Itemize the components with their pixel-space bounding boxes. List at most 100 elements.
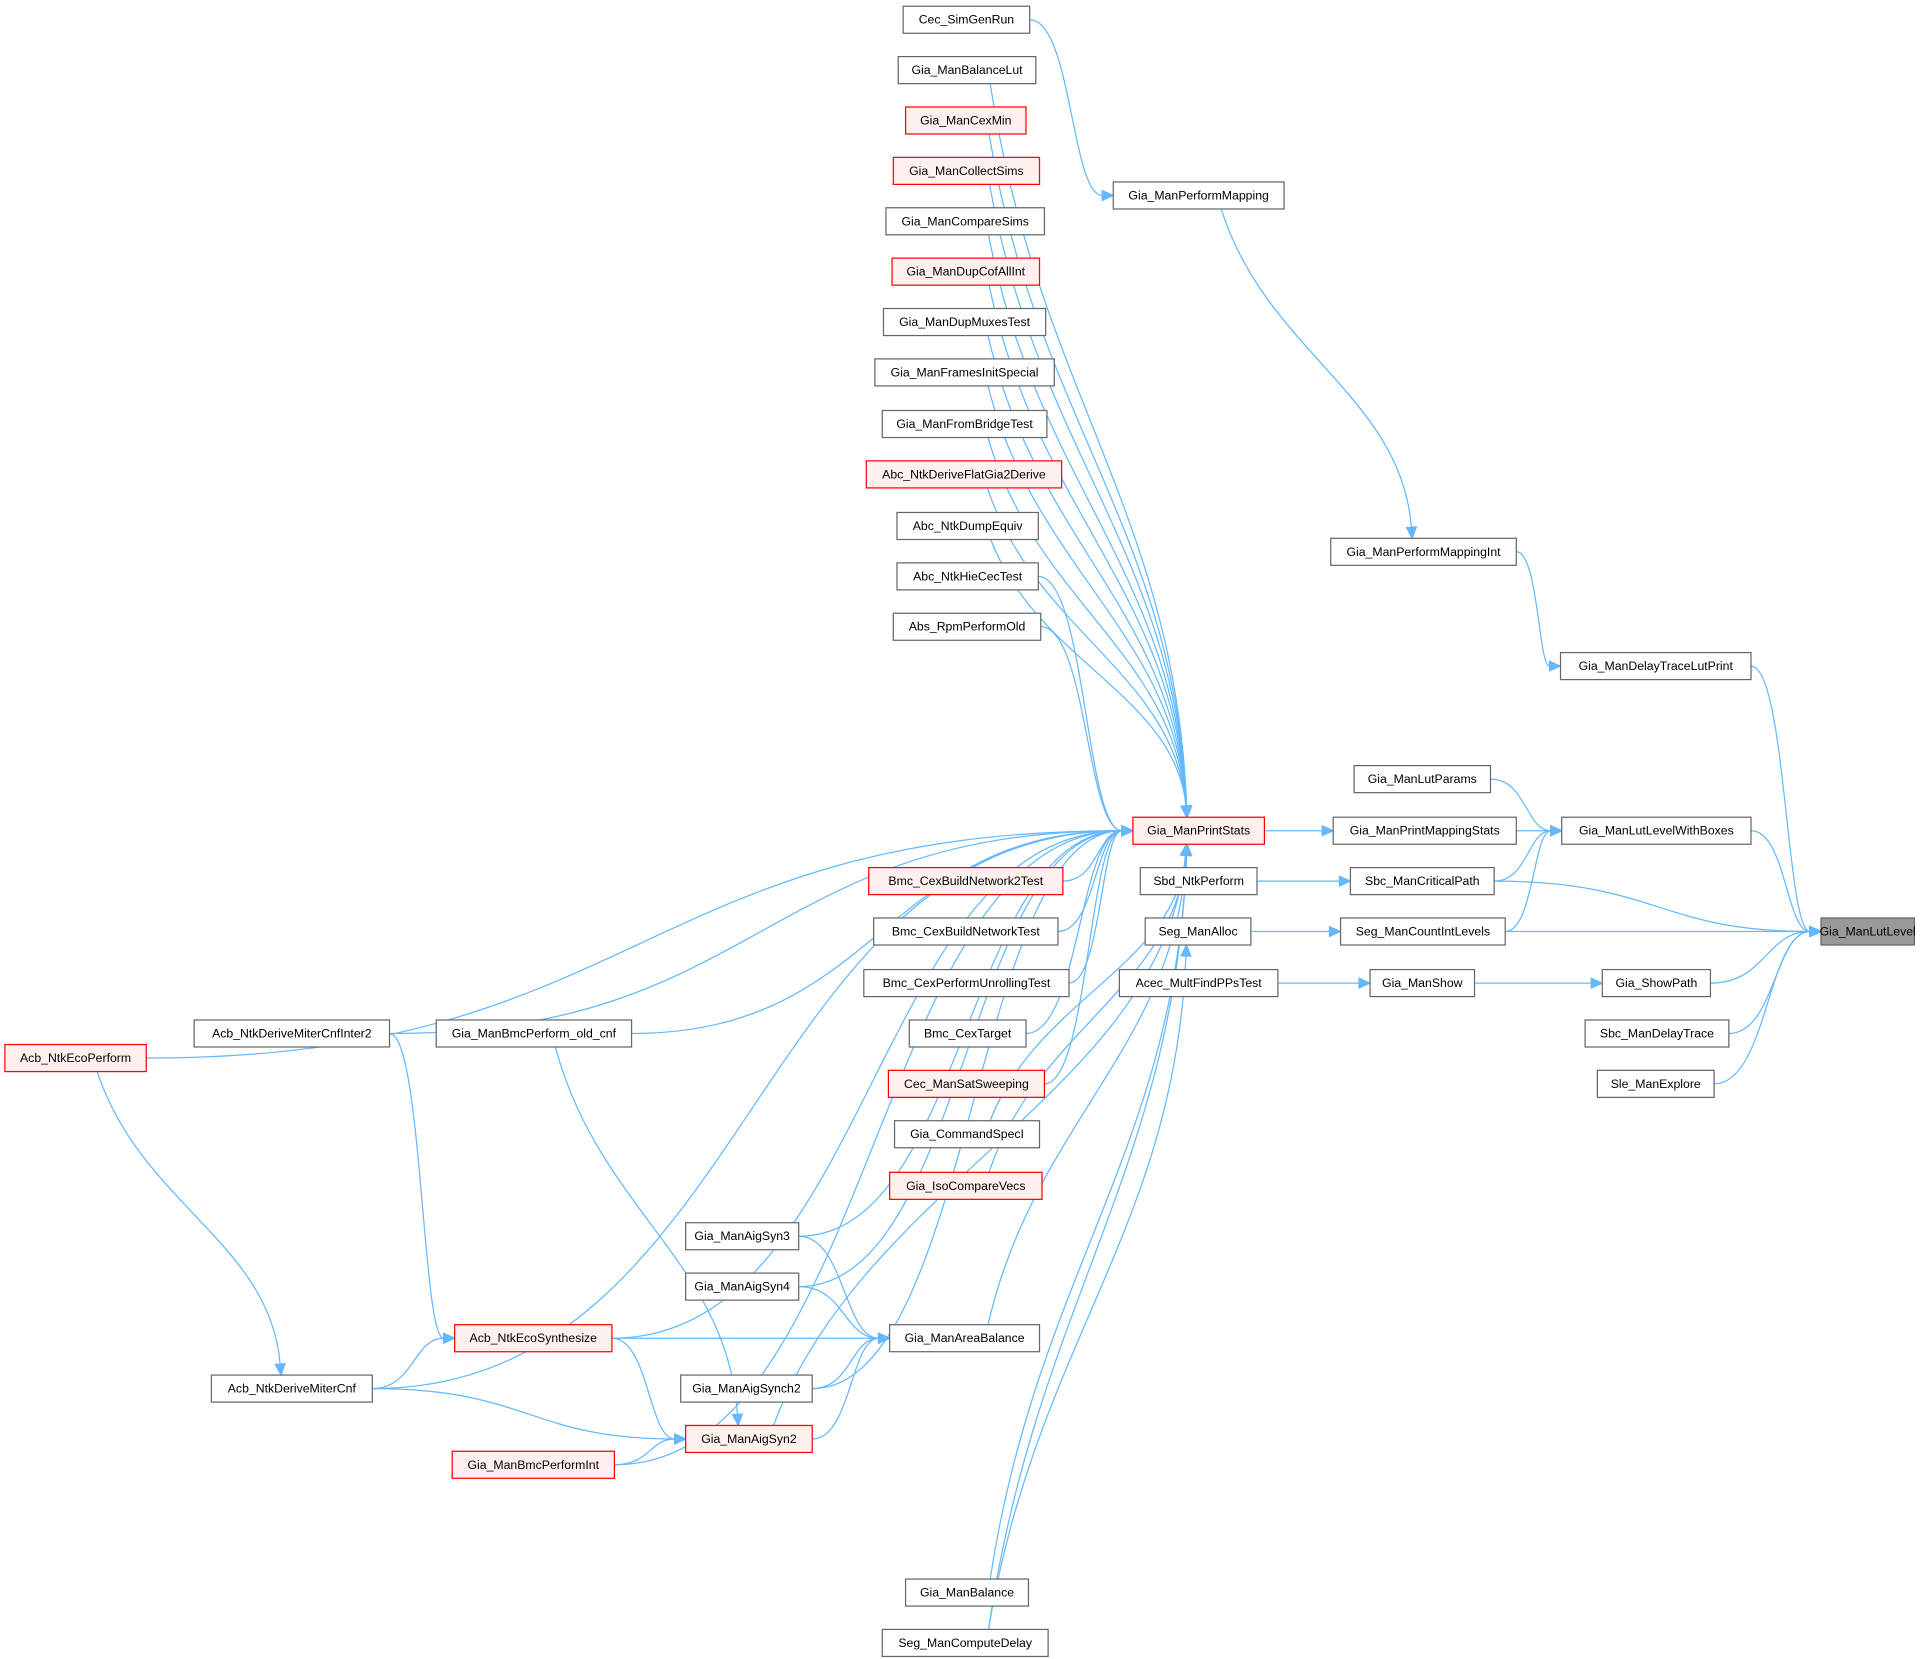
node-gia-man-compare-sims[interactable]: Gia_ManCompareSims	[885, 207, 1046, 236]
node-bmc-cex-build-network2-test[interactable]: Bmc_CexBuildNetwork2Test	[868, 866, 1064, 896]
node-gia-show-path[interactable]: Gia_ShowPath	[1601, 968, 1712, 998]
node-abc-ntk-derive-flat-gia2-derive[interactable]: Abc_NtkDeriveFlatGia2Derive	[865, 460, 1063, 489]
node-acb-ntk-eco-perform[interactable]: Acb_NtkEcoPerform	[4, 1043, 147, 1073]
node-gia-man-balance[interactable]: Gia_ManBalance	[904, 1578, 1030, 1607]
node-gia-man-perform-mapping[interactable]: Gia_ManPerformMapping	[1112, 181, 1285, 210]
call-edge	[1038, 575, 1122, 832]
call-edge	[1750, 665, 1811, 933]
call-edge	[611, 1337, 675, 1440]
node-box	[1339, 917, 1506, 946]
node-box	[902, 5, 1031, 34]
node-label: Cec_ManSatSweeping	[904, 1077, 1029, 1091]
node-gia-man-balance-lut[interactable]: Gia_ManBalanceLut	[897, 55, 1037, 85]
node-label: Gia_ManDupCofAllInt	[906, 265, 1025, 279]
node-gia-man-frames-init-special[interactable]: Gia_ManFramesInitSpecial	[874, 358, 1055, 387]
node-label: Gia_ShowPath	[1615, 976, 1697, 990]
node-seg-man-count-int-levels[interactable]: Seg_ManCountIntLevels	[1339, 917, 1506, 946]
node-gia-iso-compare-vecs[interactable]: Gia_IsoCompareVecs	[889, 1171, 1043, 1200]
node-abc-ntk-dump-equiv[interactable]: Abc_NtkDumpEquiv	[896, 511, 1039, 541]
node-gia-man-collect-sims[interactable]: Gia_ManCollectSims	[892, 156, 1041, 186]
graph-nodes: Cec_SimGenRunGia_ManBalanceLutGia_ManCex…	[4, 5, 1916, 1658]
node-box	[1139, 866, 1258, 896]
node-box	[210, 1374, 373, 1403]
call-edge	[1728, 930, 1810, 1035]
node-bmc-cex-perform-unrolling-test[interactable]: Bmc_CexPerformUnrollingTest	[863, 968, 1070, 998]
call-edge	[554, 1046, 739, 1415]
call-edge	[1750, 830, 1811, 933]
node-label: Abc_NtkHieCecTest	[913, 569, 1023, 583]
node-label: Bmc_CexTarget	[924, 1026, 1012, 1040]
node-seg-man-compute-delay[interactable]: Seg_ManComputeDelay	[881, 1628, 1049, 1658]
node-gia-man-lut-level[interactable]: Gia_ManLutLevel	[1820, 917, 1916, 946]
node-gia-man-perform-mapping-int[interactable]: Gia_ManPerformMappingInt	[1330, 537, 1517, 566]
node-sle-man-explore[interactable]: Sle_ManExplore	[1596, 1069, 1715, 1098]
node-gia-man-bmc-perform-int[interactable]: Gia_ManBmcPerformInt	[451, 1450, 615, 1479]
call-edge	[611, 830, 1122, 1339]
node-sbc-man-delay-trace[interactable]: Sbc_ManDelayTrace	[1584, 1019, 1730, 1048]
node-gia-man-print-stats[interactable]: Gia_ManPrintStats	[1132, 816, 1266, 845]
arrowhead-icon	[1548, 660, 1563, 672]
node-gia-man-aig-synch2[interactable]: Gia_ManAigSynch2	[680, 1374, 813, 1403]
arrowhead-icon	[877, 1332, 892, 1345]
node-gia-man-dup-muxes-test[interactable]: Gia_ManDupMuxesTest	[882, 307, 1047, 337]
node-gia-man-aig-syn4[interactable]: Gia_ManAigSyn4	[685, 1272, 800, 1301]
node-gia-man-aig-syn3[interactable]: Gia_ManAigSyn3	[685, 1222, 800, 1251]
node-box	[1601, 968, 1712, 998]
node-label: Seg_ManComputeDelay	[898, 1636, 1033, 1650]
node-box	[1559, 651, 1752, 681]
node-acb-ntk-derive-miter-cnf-inter2[interactable]: Acb_NtkDeriveMiterCnfInter2	[193, 1019, 391, 1048]
node-gia-man-lut-level-with-boxes[interactable]: Gia_ManLutLevelWithBoxes	[1561, 816, 1752, 845]
arrowhead-icon	[274, 1362, 286, 1377]
node-seg-man-alloc[interactable]: Seg_ManAlloc	[1144, 917, 1252, 946]
node-bmc-cex-target[interactable]: Bmc_CexTarget	[908, 1019, 1027, 1048]
node-box	[1132, 816, 1266, 845]
call-edge	[1057, 830, 1122, 933]
arrowhead-icon	[1809, 925, 1823, 938]
node-box	[193, 1019, 391, 1048]
call-edge	[372, 1387, 675, 1440]
node-gia-man-aig-syn2[interactable]: Gia_ManAigSyn2	[685, 1424, 813, 1454]
node-gia-man-from-bridge-test[interactable]: Gia_ManFromBridgeTest	[881, 409, 1048, 439]
node-gia-man-lut-params[interactable]: Gia_ManLutParams	[1353, 764, 1492, 794]
node-gia-man-bmc-perform-old-cnf[interactable]: Gia_ManBmcPerform_old_cnf	[435, 1019, 633, 1048]
node-acb-ntk-eco-synthesize[interactable]: Acb_NtkEcoSynthesize	[454, 1324, 613, 1353]
node-label: Gia_ManLutLevelWithBoxes	[1579, 824, 1734, 838]
node-acb-ntk-derive-miter-cnf[interactable]: Acb_NtkDeriveMiterCnf	[210, 1374, 373, 1403]
call-edge	[1494, 830, 1551, 882]
node-box	[885, 207, 1046, 236]
node-gia-man-show[interactable]: Gia_ManShow	[1369, 968, 1476, 998]
node-sbd-ntk-perform[interactable]: Sbd_NtkPerform	[1139, 866, 1258, 896]
node-acec-mult-find-pps-test[interactable]: Acec_MultFindPPsTest	[1118, 968, 1279, 998]
node-label: Gia_ManDelayTraceLutPrint	[1579, 659, 1734, 673]
node-cec-man-sat-sweeping[interactable]: Cec_ManSatSweeping	[887, 1069, 1046, 1098]
node-label: Gia_ManBalanceLut	[911, 63, 1023, 77]
node-abs-rpm-perform-old[interactable]: Abs_RpmPerformOld	[892, 612, 1042, 641]
node-gia-man-delay-trace-lut-print[interactable]: Gia_ManDelayTraceLutPrint	[1559, 651, 1752, 681]
node-cec-sim-gen-run[interactable]: Cec_SimGenRun	[902, 5, 1031, 34]
node-label: Gia_ManLutLevel	[1820, 924, 1916, 938]
node-box	[1349, 866, 1495, 896]
call-edge	[1494, 880, 1810, 933]
call-edge	[1505, 830, 1551, 933]
node-label: Abc_NtkDumpEquiv	[913, 519, 1024, 533]
arrowhead-icon	[1405, 526, 1418, 540]
node-box	[685, 1424, 813, 1454]
node-box	[451, 1450, 615, 1479]
node-gia-man-print-mapping-stats[interactable]: Gia_ManPrintMappingStats	[1332, 816, 1517, 845]
node-abc-ntk-hie-cec-test[interactable]: Abc_NtkHieCecTest	[896, 562, 1039, 591]
node-label: Acb_NtkEcoSynthesize	[470, 1331, 598, 1345]
node-gia-man-area-balance[interactable]: Gia_ManAreaBalance	[889, 1324, 1041, 1353]
node-bmc-cex-build-network-test[interactable]: Bmc_CexBuildNetworkTest	[873, 917, 1059, 946]
node-gia-command-spec-i[interactable]: Gia_CommandSpecI	[893, 1120, 1041, 1149]
arrowhead-icon	[1321, 824, 1335, 837]
arrowhead-icon	[1180, 805, 1192, 819]
arrowhead-icon	[731, 1413, 744, 1427]
call-edge	[988, 133, 1188, 807]
node-label: Gia_ManBalance	[920, 1586, 1014, 1600]
node-label: Sle_ManExplore	[1611, 1077, 1701, 1091]
node-gia-man-dup-cof-all-int[interactable]: Gia_ManDupCofAllInt	[891, 257, 1041, 286]
node-sbc-man-critical-path[interactable]: Sbc_ManCriticalPath	[1349, 866, 1495, 896]
node-box	[1332, 816, 1517, 845]
node-gia-man-cex-min[interactable]: Gia_ManCexMin	[904, 106, 1027, 135]
arrowhead-icon	[1180, 943, 1192, 957]
